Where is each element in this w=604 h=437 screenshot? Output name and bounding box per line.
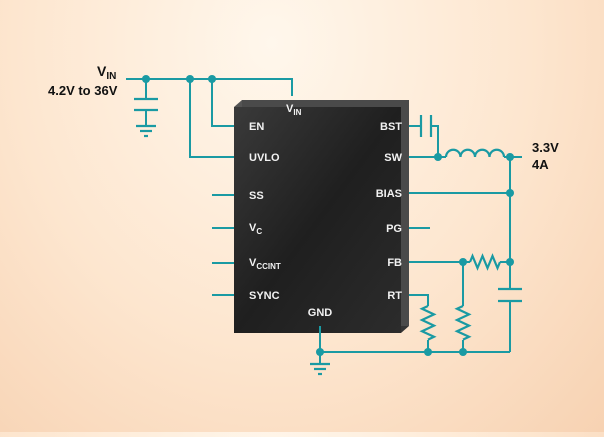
ic-chip-face [234,107,401,333]
ic-chip [234,100,409,333]
junction-dot [506,189,514,197]
boost-capacitor [419,115,433,137]
en-wire [211,79,234,127]
uvlo-wire [189,79,234,158]
pin-sync-label: SYNC [249,290,280,302]
pin-bst-label: BST [380,121,402,133]
rt-resistor [419,305,437,341]
pin-vccint-label: VCCINT [249,257,281,271]
junction-dot [424,348,432,356]
pin-gnd-label: GND [308,307,333,319]
wires [126,78,522,364]
junction-dots [142,75,514,356]
feedback-top-resistor [468,253,502,271]
input-voltage-label: VIN [97,63,116,82]
output-current-label: 4A [532,157,549,172]
output-voltage-label: 3.3V [532,140,559,155]
output-inductor [444,148,506,158]
main-ground-symbol [310,362,330,376]
junction-dot [186,75,194,83]
pin-rt-label: RT [387,290,402,302]
junction-dot [506,153,514,161]
pin-pg-label: PG [386,223,402,235]
bst-cap-to-sw [431,125,439,157]
pin-vc-label: VC [249,222,262,236]
output-capacitor [498,287,522,303]
junction-dot [506,258,514,266]
pin-bias-label: BIAS [376,188,402,200]
junction-dot [459,258,467,266]
pin-ss-label: SS [249,190,264,202]
vin-rail [126,78,293,96]
junction-dot [316,348,324,356]
pin-en-label: EN [249,121,264,133]
input-capacitor [134,97,158,112]
pin-vin-label: VIN [286,103,302,117]
junction-dot [208,75,216,83]
input-ground-symbol [136,124,156,138]
junction-dot [434,153,442,161]
feedback-bottom-resistor [454,305,472,341]
chip-pin-labels: VIN EN UVLO SS VC VCCINT SYNC BST SW BIA… [249,103,403,319]
pin-fb-label: FB [387,257,402,269]
input-range-label: 4.2V to 36V [48,83,118,98]
rt-wire [409,294,429,306]
pin-uvlo-label: UVLO [249,152,280,164]
junction-dot [142,75,150,83]
junction-dot [459,348,467,356]
pin-sw-label: SW [384,152,402,164]
